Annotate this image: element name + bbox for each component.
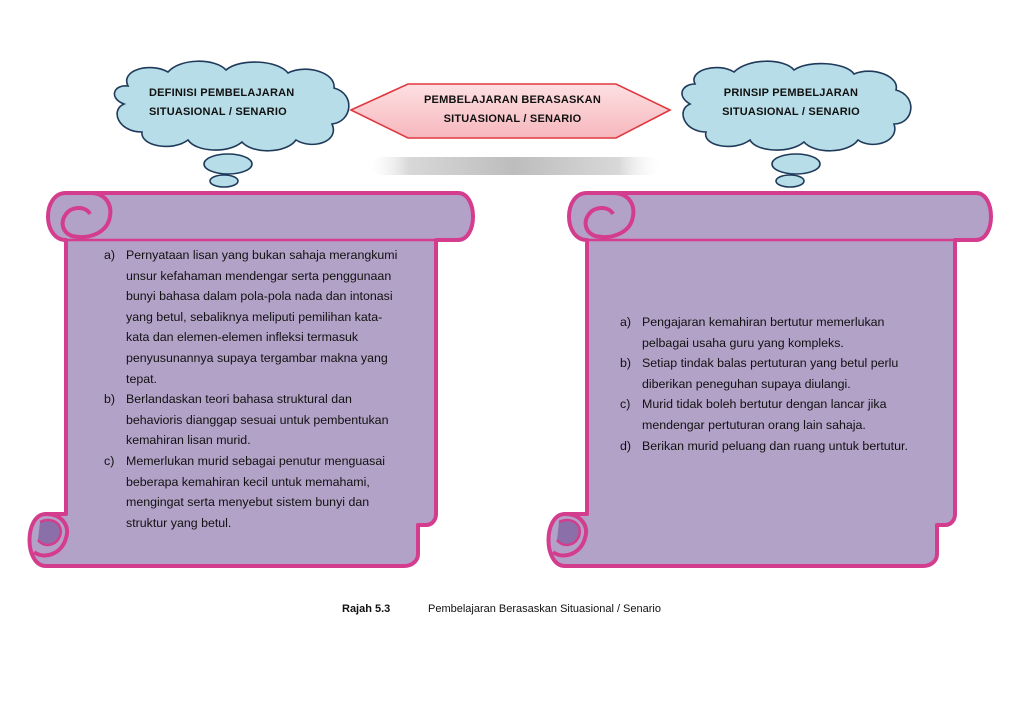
caption-label: Rajah 5.3 — [342, 603, 391, 615]
list-item-line: bunyi bahasa dalam pola-pola nada dan in… — [126, 289, 393, 304]
left-thought-cloud — [113, 60, 350, 188]
list-item: c) Murid tidak boleh bertutur dengan lanc… — [620, 394, 950, 435]
left-scroll-list: a) Pernyataan lisan yang bukan sahaja mer… — [104, 245, 434, 533]
center-line-1: PEMBELAJARAN BERASASKAN — [424, 94, 601, 106]
left-cloud-line-2: SITUASIONAL / SENARIO — [149, 106, 287, 118]
right-cloud-title: PRINSIP PEMBELJARAN SITUASIONAL / SENARI… — [716, 84, 866, 122]
figure-caption: Rajah 5.3 — [342, 603, 390, 615]
list-item-line: behavioris dianggap sesuai untuk pembent… — [126, 412, 389, 427]
center-hexagon-title: PEMBELAJARAN BERASASKAN SITUASIONAL / SE… — [410, 91, 615, 129]
hexagon-shadow — [364, 157, 664, 175]
list-item: d) Berikan murid peluang dan ruang untuk … — [620, 436, 950, 457]
right-scroll — [546, 191, 993, 568]
caption-text: Pembelajaran Berasaskan Situasional / Se… — [428, 603, 661, 615]
list-item-line: yang betul, sebaliknya meliputi pemiliha… — [126, 309, 383, 324]
list-item-line: Memerlukan murid sebagai penutur menguas… — [126, 453, 385, 468]
list-marker: d) — [620, 438, 632, 453]
list-item-line: pelbagai usaha guru yang kompleks. — [642, 335, 844, 350]
list-marker: c) — [620, 397, 631, 412]
figure-caption-text-wrap: Pembelajaran Berasaskan Situasional / Se… — [428, 603, 661, 615]
left-cloud-title: DEFINISI PEMBELAJARAN SITUASIONAL / SENA… — [149, 84, 294, 122]
list-item: b) Berlandaskan teori bahasa struktural d… — [104, 389, 434, 451]
right-scroll-list: a) Pengajaran kemahiran bertutur memerluk… — [620, 312, 950, 456]
list-item: a) Pernyataan lisan yang bukan sahaja mer… — [104, 245, 434, 389]
left-cloud-line-1: DEFINISI PEMBELAJARAN — [149, 87, 295, 99]
list-item-line: beberapa kemahiran kecil untuk memahami, — [126, 474, 370, 489]
list-item-line: diberikan peneguhan supaya diulangi. — [642, 376, 851, 391]
right-thought-cloud — [681, 60, 912, 188]
list-item-line: kemahiran lisan murid. — [126, 433, 251, 448]
center-hexagon — [349, 83, 672, 139]
left-scroll — [27, 191, 475, 568]
list-item-line: Setiap tindak balas pertuturan yang betu… — [642, 356, 899, 371]
right-cloud-line-2: SITUASIONAL / SENARIO — [722, 106, 860, 118]
list-item-line: kata dan elemen-elemen infleksi termasuk — [126, 330, 359, 345]
right-cloud-line-1: PRINSIP PEMBELJARAN — [723, 87, 859, 99]
list-item-line: Berikan murid peluang dan ruang untuk be… — [642, 438, 908, 453]
list-item-line: struktur yang betul. — [126, 515, 232, 530]
list-item-line: mendengar pertuturan orang lain sahaja. — [642, 417, 866, 432]
list-item-line: Murid tidak boleh bertutur dengan lancar… — [642, 397, 887, 412]
list-item-line: unsur kefahaman mendengar serta pengguna… — [126, 268, 392, 283]
list-item: c) Memerlukan murid sebagai penutur mengu… — [104, 451, 434, 533]
list-marker: c) — [104, 453, 115, 468]
center-line-2: SITUASIONAL / SENARIO — [443, 113, 582, 125]
list-item: b) Setiap tindak balas pertuturan yang be… — [620, 353, 950, 394]
list-item-line: mengingat serta menyebut sistem bunyi da… — [126, 495, 370, 510]
list-item-line: penyusunannya supaya tergambar makna yan… — [126, 350, 388, 365]
list-marker: b) — [104, 392, 116, 407]
list-marker: b) — [620, 356, 632, 371]
list-item-line: Pernyataan lisan yang bukan sahaja meran… — [126, 248, 398, 262]
list-item-line: Pengajaran kemahiran bertutur memerlukan — [642, 315, 885, 329]
list-item: a) Pengajaran kemahiran bertutur memerluk… — [620, 312, 950, 353]
list-item-line: Berlandaskan teori bahasa struktural dan — [126, 392, 352, 407]
list-marker: a) — [620, 315, 632, 329]
list-item-line: tepat. — [126, 371, 158, 386]
list-marker: a) — [104, 248, 116, 262]
